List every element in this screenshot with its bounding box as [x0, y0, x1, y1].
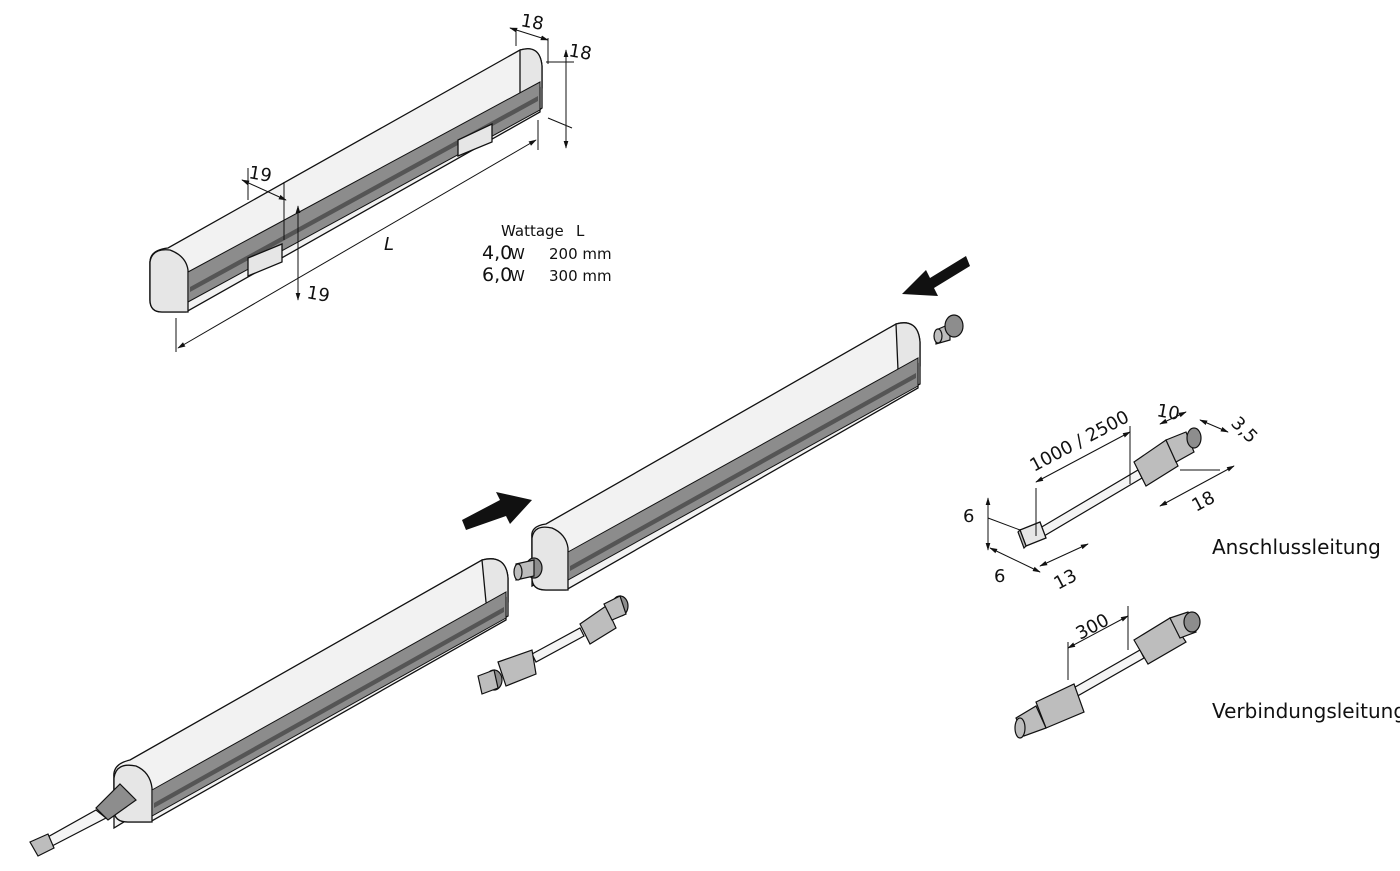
dim-top-height: 18	[567, 40, 593, 65]
end-cap-plug	[933, 314, 964, 345]
supply-cable-dimensions: 1000 / 2500 10 3,5 18 6 6 13	[963, 400, 1262, 594]
middle-light-bar	[513, 322, 921, 591]
dim-connection-cable-length: 300	[1072, 610, 1112, 645]
table-row-1-unit: W	[510, 245, 525, 263]
supply-cable-drawing	[1017, 427, 1202, 550]
table-row-2-unit: W	[510, 267, 525, 285]
table-row-1-length: 200 mm	[549, 245, 612, 263]
top-dimensions: 18 18 19 19 L	[175, 10, 593, 352]
dim-connector-length: 13	[1050, 565, 1080, 594]
bottom-light-bar	[29, 558, 509, 857]
dim-plug-length: 10	[1155, 400, 1181, 425]
label-supply-cable: Anschlussleitung	[1212, 535, 1381, 559]
dim-cable-length: 1000 / 2500	[1026, 407, 1132, 477]
loose-connection-cable	[477, 595, 629, 695]
table-row-1-value: 4,0	[482, 242, 512, 264]
table-row-2-value: 6,0	[482, 264, 512, 286]
table-row-2-length: 300 mm	[549, 267, 612, 285]
connection-cable-drawing	[1014, 611, 1201, 739]
dim-top-width: 18	[519, 10, 545, 35]
dim-connector-height: 6	[963, 506, 974, 527]
arrow-right-icon	[462, 492, 532, 530]
dim-clip-top: 19	[247, 162, 273, 187]
dim-plug-diameter: 3,5	[1226, 413, 1261, 448]
wattage-table: Wattage L 4,0 W 200 mm 6,0 W 300 mm	[482, 222, 612, 286]
dim-connector-width: 6	[994, 566, 1005, 587]
label-connection-cable: Verbindungsleitung	[1212, 699, 1400, 723]
table-header-wattage: Wattage	[501, 222, 564, 240]
dim-length-symbol: L	[384, 234, 394, 255]
dim-boot-length: 18	[1188, 487, 1218, 516]
arrow-left-icon	[902, 256, 970, 296]
dim-clip-bottom: 19	[305, 282, 331, 307]
table-header-length: L	[576, 222, 585, 240]
